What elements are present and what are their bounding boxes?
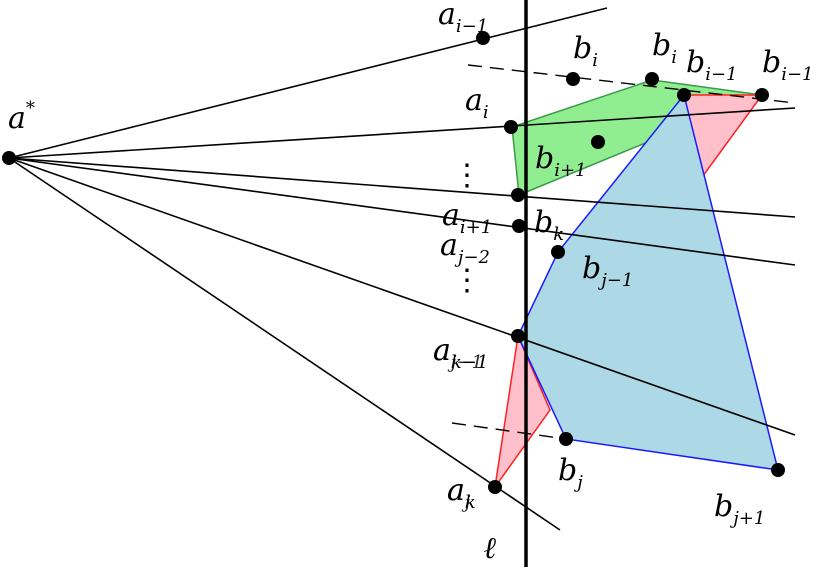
ray-1 [8,7,608,159]
point-b-i-plus-1 [591,135,605,149]
point-b-j-plus-1 [771,463,785,477]
rays [8,7,796,531]
point-b-i-minus-1-left [677,88,691,102]
point-b-i-right [645,72,659,86]
label-a-star: a* [8,98,35,136]
label-b-j: bj [558,453,583,493]
label-b-i-minus-1-left: bi−1 [686,45,738,85]
ray-5 [8,157,796,436]
points [2,31,785,494]
point-b-i-minus-1-right [755,88,769,102]
label-b-j-plus-1: bj+1 [714,489,765,529]
point-a-star [2,151,16,165]
label-a-k: ak [447,473,476,513]
ray-6 [8,157,561,531]
ellipsis-lower: ⋮ [452,263,482,298]
blue-region [517,93,779,471]
point-b-j [559,432,573,446]
label-ell: ℓ [484,531,497,566]
label-a-i: ai [465,83,489,123]
red-triangle-lower [494,333,551,488]
label-a-k-minus-1: ak−1 [433,333,488,373]
label-b-i-right: bi [652,28,677,68]
point-a-k-minus-1 [511,329,525,343]
point-a-i-minus-1 [476,31,490,45]
label-b-k: bk [534,205,564,245]
point-a-j-minus-2 [512,219,526,233]
point-a-i-plus-1 [511,188,525,202]
label-a-i-plus-1: ai+1 [442,198,492,238]
label-b-j-minus-1: bj−1 [582,251,633,291]
point-a-i [504,120,518,134]
ray-3 [8,157,796,218]
label-a-j-minus-2: aj−2 [440,228,490,268]
label-a-j: aj [447,473,471,513]
label-b-i-plus-1: bi+1 [535,141,587,181]
label-b-i-left: bi [573,31,598,71]
point-a-k [488,480,502,494]
ellipsis-upper: ⋮ [452,158,482,193]
dashed-line-lower [451,422,567,440]
point-b-k [551,245,565,259]
dashed-line-upper [467,64,796,104]
point-b-i-left [566,72,580,86]
label-a-i-minus-1: ai−1 [438,0,488,37]
label-a-j-minus-1: aj−1 [433,333,483,373]
label-b-i-minus-1-right: bi−1 [762,45,814,85]
ray-2 [8,107,796,159]
ray-4 [8,157,796,266]
dashed-lines [451,64,796,440]
